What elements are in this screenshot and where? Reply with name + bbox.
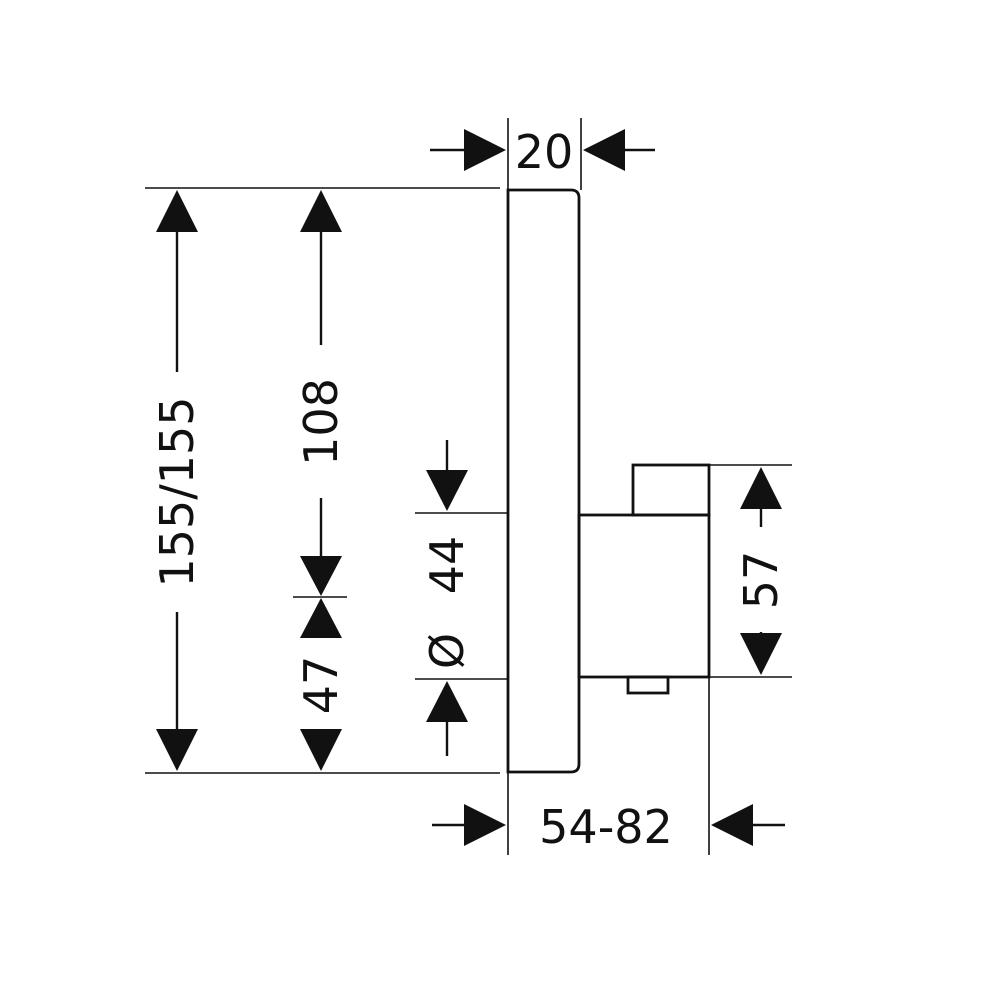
valve-spindle [631, 463, 711, 517]
product-outline [506, 188, 711, 774]
dimension-height-upper: 108 [294, 190, 348, 596]
dimension-body-height: 57 [709, 464, 792, 678]
dim-label-body-height: 57 [734, 551, 788, 610]
dimension-total-height: 155/155 [150, 190, 204, 771]
valve-body [577, 513, 711, 679]
cover-plate [506, 188, 581, 774]
dimension-diameter: 44 Ø [415, 440, 508, 756]
dimension-height-lower: 47 [294, 598, 348, 771]
dim-label-depth: 54-82 [539, 800, 673, 854]
dimension-top-width: 20 [430, 118, 655, 190]
dim-label-diameter-symbol: Ø [420, 633, 474, 669]
dim-label-height-lower: 47 [294, 656, 348, 715]
dim-label-height-upper: 108 [294, 378, 348, 466]
dim-label-total-height: 155/155 [150, 396, 204, 587]
valve-outlet [626, 675, 670, 695]
dim-label-top-width: 20 [515, 125, 574, 179]
dim-label-diameter-value: 44 [420, 536, 474, 595]
dimension-depth: 54-82 [432, 677, 785, 855]
